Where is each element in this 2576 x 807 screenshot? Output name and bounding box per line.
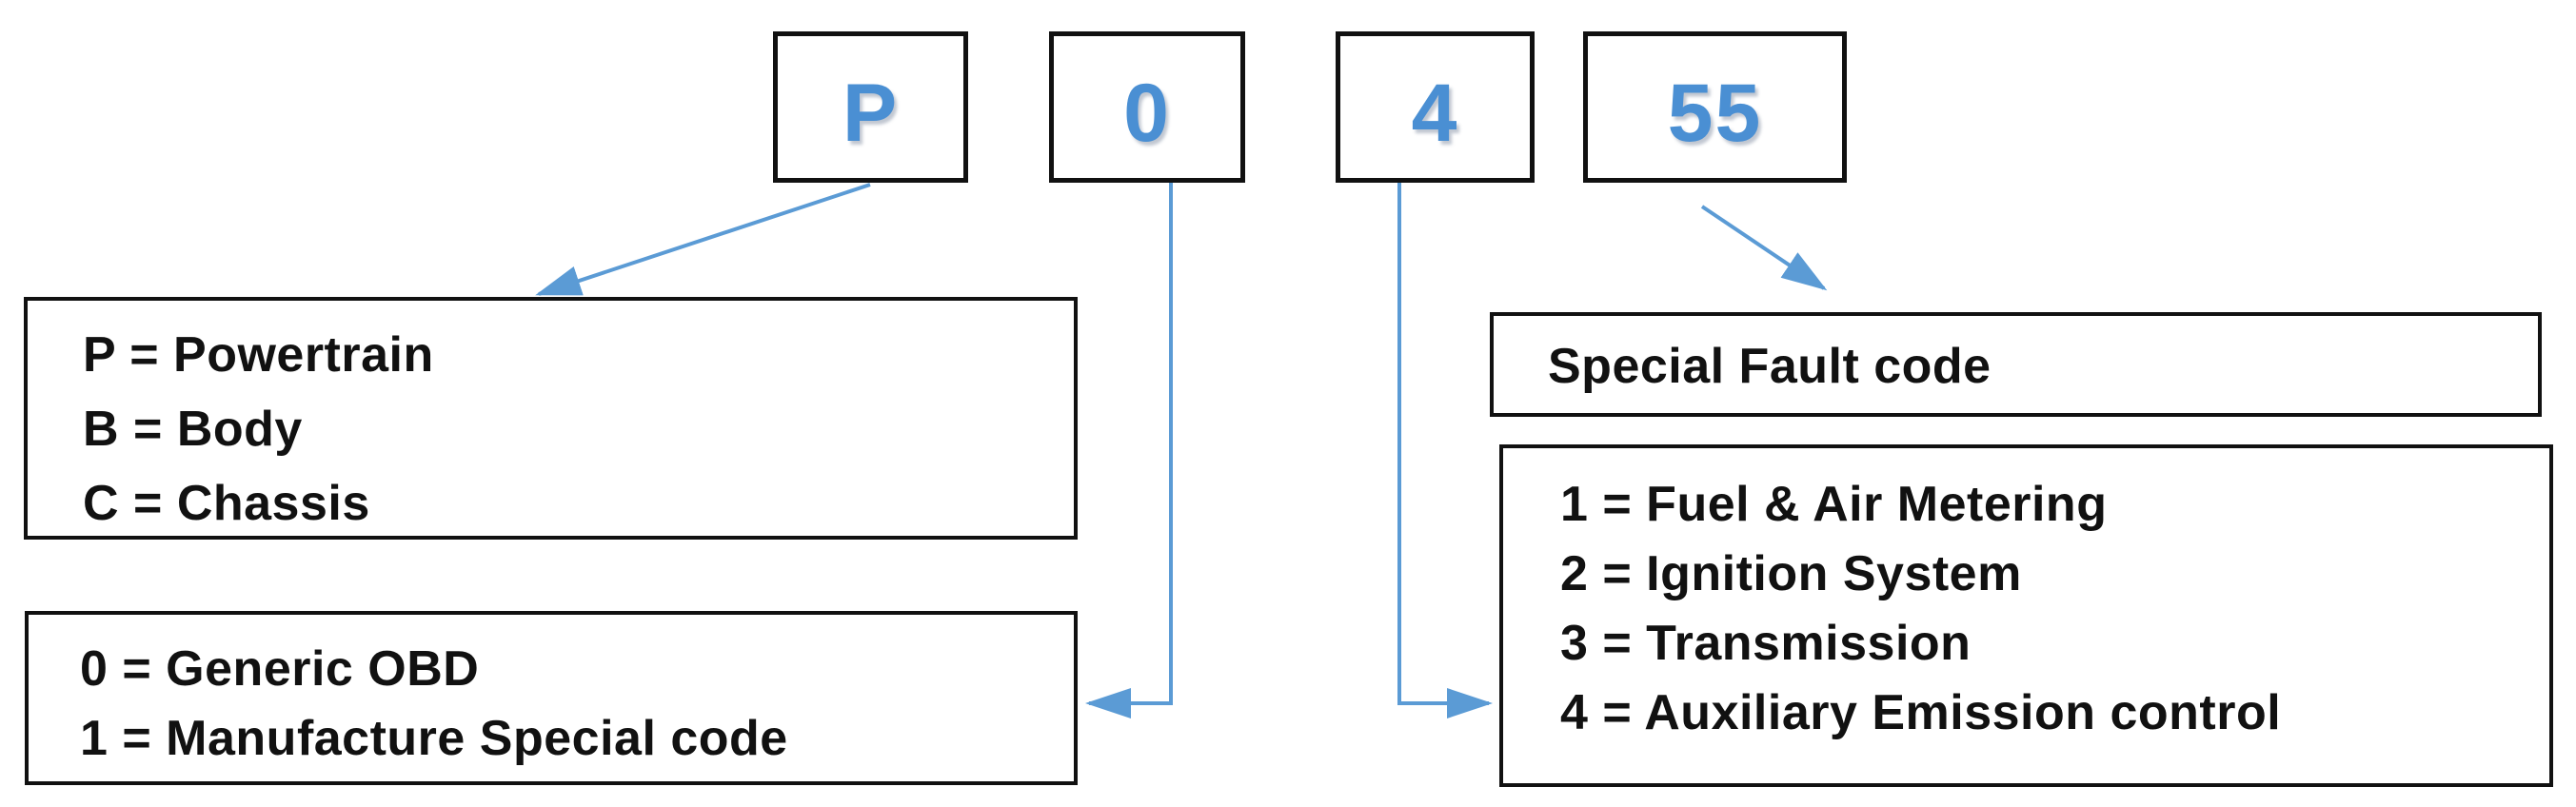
code-char-box-p: P [773,31,968,183]
legend-line: 3 = Transmission [1560,616,1972,671]
legend-obd-type: 0 = Generic OBD 1 = Manufacture Special … [25,611,1078,785]
code-char-0: 0 [1123,68,1171,159]
legend-subsystem-digits: 1 = Fuel & Air Metering 2 = Ignition Sys… [1499,444,2553,787]
code-char-p: P [842,68,900,159]
legend-line: 2 = Ignition System [1560,546,2022,601]
legend-system-letters: P = Powertrain B = Body C = Chassis [24,297,1078,540]
legend-line: C = Chassis [83,476,370,531]
arrow-elbow-left-icon [1085,183,1173,718]
legend-line: B = Body [83,402,303,457]
legend-special-fault-code: Special Fault code [1490,312,2542,417]
legend-line: 1 = Manufacture Special code [80,711,788,766]
legend-line: 4 = Auxiliary Emission control [1560,685,2282,740]
legend-line: 0 = Generic OBD [80,641,480,697]
code-char-box-55: 55 [1583,31,1847,183]
code-char-box-0: 0 [1049,31,1245,183]
legend-line: Special Fault code [1548,339,1991,394]
code-char-4: 4 [1411,68,1459,159]
arrow-elbow-right-icon [1397,183,1493,718]
legend-line: 1 = Fuel & Air Metering [1560,477,2108,532]
legend-line: P = Powertrain [83,327,434,383]
arrow-down-right-icon [1700,205,1828,291]
code-char-55: 55 [1667,68,1763,159]
code-char-box-4: 4 [1336,31,1535,183]
arrow-down-left-icon [535,183,871,296]
